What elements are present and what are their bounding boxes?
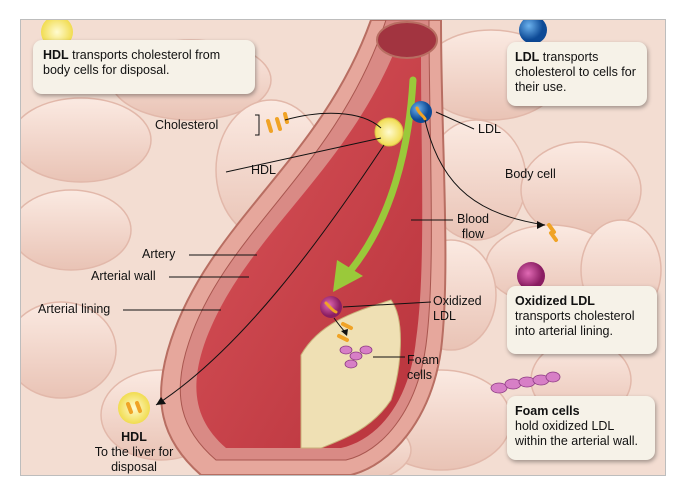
hdl-callout-text: transports cholesterol from body cells f… xyxy=(43,48,220,77)
oxidized-ldl-label: Oxidized LDL xyxy=(433,294,482,324)
hdl-disposal-line-2: disposal xyxy=(81,460,187,475)
artery-label: Artery xyxy=(142,247,175,262)
foam-cells-label-line-2: cells xyxy=(407,368,439,383)
ldl-callout: LDL transports cholesterol to cells for … xyxy=(507,42,647,106)
hdl-callout-title: HDL xyxy=(43,48,69,62)
foam-cells-callout-title: Foam cells xyxy=(515,404,580,418)
blood-flow-label-line-2: flow xyxy=(453,227,493,242)
cholesterol-label: Cholesterol xyxy=(155,118,218,133)
artery-opening xyxy=(377,22,437,58)
hdl-disposal-label: HDL To the liver for disposal xyxy=(81,430,187,475)
arterial-lining-label: Arterial lining xyxy=(38,302,110,317)
diagram-frame: HDL transports cholesterol from body cel… xyxy=(20,19,666,476)
oxidized-ldl-callout: Oxidized LDL transports cholesterol into… xyxy=(507,286,657,354)
blood-flow-label-line-1: Blood xyxy=(453,212,493,227)
body-cell-label: Body cell xyxy=(505,167,556,182)
foam-cells-label-line-1: Foam xyxy=(407,353,439,368)
ldl-label: LDL xyxy=(478,122,501,137)
hdl-bottom-icon xyxy=(118,392,150,424)
foam-cells-callout: Foam cells hold oxidized LDL within the … xyxy=(507,396,655,460)
hdl-particle xyxy=(375,118,403,146)
hdl-label: HDL xyxy=(251,163,276,178)
foam-cells-label: Foam cells xyxy=(407,353,439,383)
oxidized-ldl-label-line-1: Oxidized xyxy=(433,294,482,309)
oxidized-ldl-label-line-2: LDL xyxy=(433,309,482,324)
hdl-disposal-title: HDL xyxy=(81,430,187,445)
blood-flow-label: Blood flow xyxy=(453,212,493,242)
arterial-wall-label: Arterial wall xyxy=(91,269,156,284)
hdl-callout: HDL transports cholesterol from body cel… xyxy=(33,40,255,94)
oxidized-ldl-callout-title: Oxidized LDL xyxy=(515,294,595,308)
hdl-disposal-line-1: To the liver for xyxy=(81,445,187,460)
ldl-callout-title: LDL xyxy=(515,50,539,64)
foam-cells-callout-text: hold oxidized LDL within the arterial wa… xyxy=(515,419,647,449)
oxidized-ldl-callout-text: transports cholesterol into arterial lin… xyxy=(515,309,649,339)
